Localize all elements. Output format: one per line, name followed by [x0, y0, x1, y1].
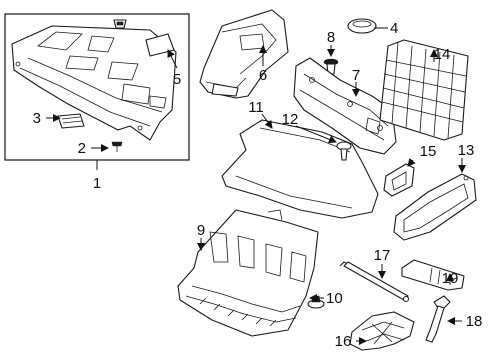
- tray-clip: [113, 19, 127, 29]
- trunk-side-trim: [199, 9, 289, 99]
- trim-clip: [336, 141, 352, 161]
- callout-12: 12: [282, 111, 299, 128]
- callout-10: 10: [326, 290, 343, 307]
- callout-2: 2: [78, 140, 86, 157]
- callout-13: 13: [458, 142, 475, 159]
- lug-wrench: [425, 295, 451, 343]
- tie-down-bracket: [383, 163, 415, 197]
- package-tray: [11, 25, 177, 141]
- callout-11: 11: [248, 99, 264, 116]
- tray-screw: [111, 141, 123, 152]
- callout-4: 4: [390, 20, 398, 37]
- leader-11: [261, 113, 273, 129]
- callout-3: 3: [33, 110, 41, 127]
- callout-5: 5: [173, 71, 181, 88]
- rear-filler-panel: [293, 57, 397, 155]
- rear-floor-panel: [177, 209, 319, 337]
- callout-8: 8: [327, 29, 335, 46]
- leader-5: [167, 49, 178, 69]
- jack-handle-rod: [339, 261, 410, 303]
- callout-1: 1: [93, 175, 101, 192]
- callout-17: 17: [374, 247, 391, 264]
- callout-6: 6: [259, 67, 267, 84]
- callout-9: 9: [197, 222, 205, 239]
- callout-19: 19: [442, 270, 459, 287]
- cargo-net: [379, 39, 469, 141]
- side-storage-tray: [393, 173, 477, 241]
- leader-12: [295, 125, 337, 144]
- round-cap: [347, 18, 377, 34]
- callout-15: 15: [420, 143, 437, 160]
- callout-14: 14: [434, 46, 451, 63]
- speaker-grille: [57, 113, 85, 129]
- leader-15: [407, 158, 416, 167]
- callout-16: 16: [335, 333, 352, 350]
- callout-7: 7: [352, 67, 360, 84]
- callout-18: 18: [466, 313, 483, 330]
- scissor-jack: [349, 311, 415, 351]
- tool-bag: [401, 259, 465, 291]
